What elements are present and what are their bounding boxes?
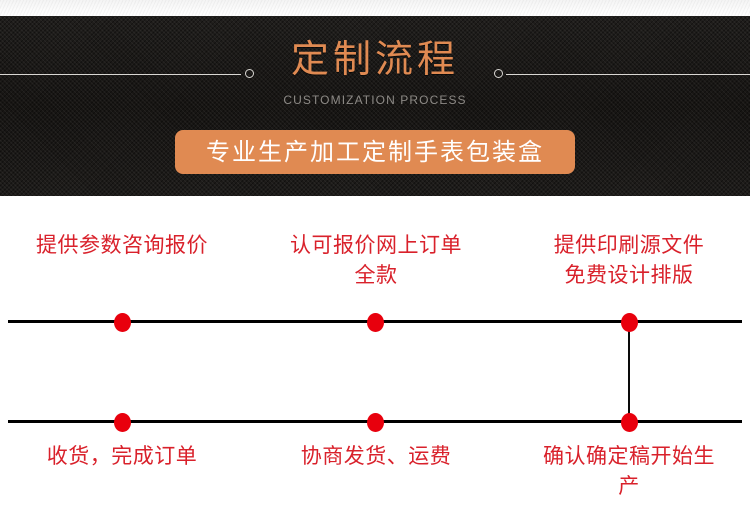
banner-section: 定制流程 CUSTOMIZATION PROCESS 专业生产加工定制手表包装盒 [0,16,750,196]
banner-subtitle: CUSTOMIZATION PROCESS [283,93,467,107]
top-paper-strip [0,0,750,16]
flow-step-label-1: 提供参数咨询报价 [36,233,208,257]
flow-step-label-6: 收货，完成订单 [46,444,198,468]
timeline-dot [114,413,131,432]
flow-step-label-2: 认可报价网上订单 全款 [290,233,462,287]
banner-title: 定制流程 [290,37,459,81]
flow-step-label-4: 确认确定稿开始生 产 [543,444,715,498]
flow-step-label-3: 提供印刷源文件 免费设计排版 [553,233,705,287]
timeline-dot [114,313,131,332]
timeline-dot [621,413,638,432]
process-flow-section: 提供参数咨询报价 认可报价网上订单 全款 提供印刷源文件 免费设计排版 收货，完… [0,196,750,511]
timeline-dot [621,313,638,332]
flow-step-label-5: 协商发货、运费 [300,444,452,468]
banner-rule-dot-right-icon [494,69,503,78]
banner-rule-dot-left-icon [245,69,254,78]
timeline-dot [367,313,384,332]
timeline-connector [628,322,630,421]
banner-rule-left [0,74,241,75]
banner-pill-label: 专业生产加工定制手表包装盒 [175,130,575,174]
banner-rule-right [506,74,750,75]
timeline-dot [367,413,384,432]
